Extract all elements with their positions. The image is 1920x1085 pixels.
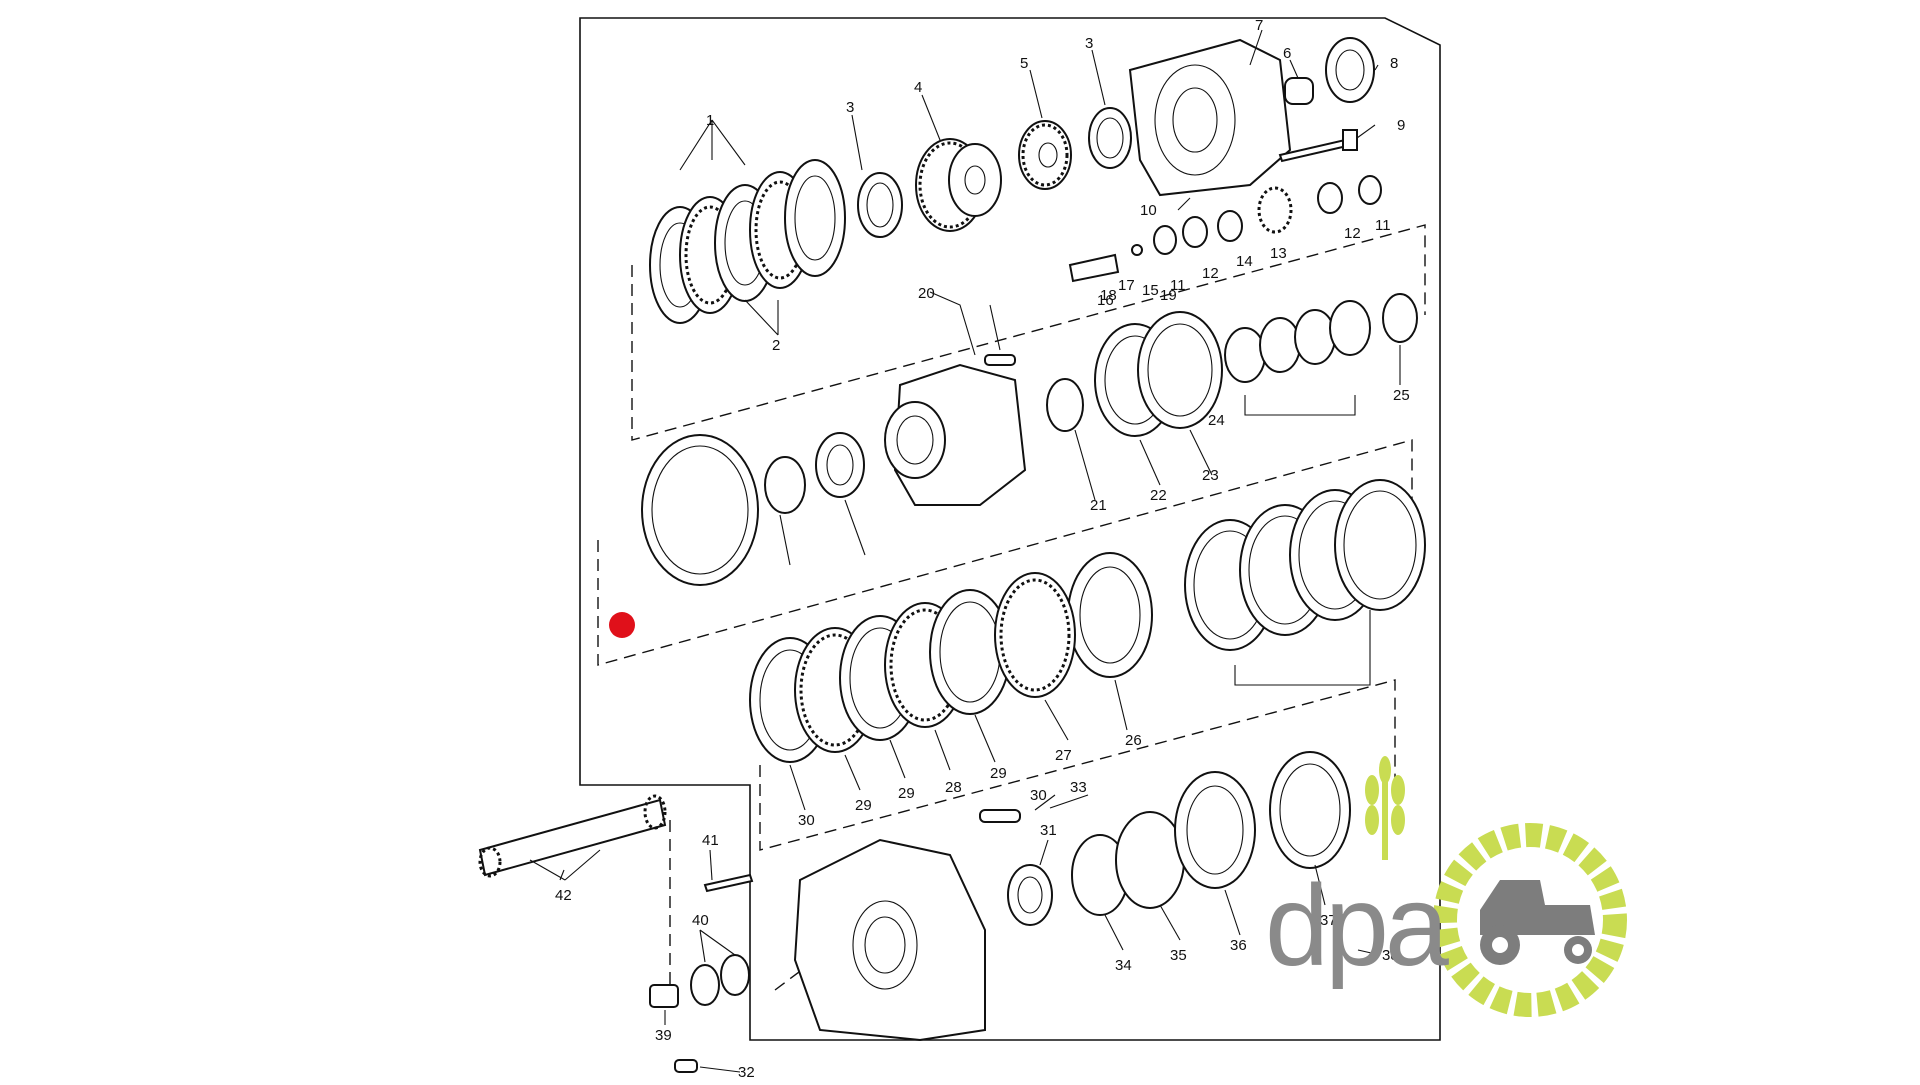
leader-lines bbox=[529, 29, 1401, 1073]
group-bracket-middle bbox=[597, 439, 1413, 666]
sleeve-41 bbox=[649, 984, 679, 1008]
callout-label: 27 bbox=[1055, 747, 1072, 764]
gear-ring-icon bbox=[1433, 823, 1627, 1017]
ring-39 bbox=[1269, 751, 1351, 869]
callout-label: 19 bbox=[1160, 287, 1177, 304]
group-bracket-bottom bbox=[655, 820, 671, 1001]
callout-label: 30 bbox=[1030, 787, 1047, 804]
group-bracket-top bbox=[631, 224, 1426, 441]
callout-label: 6 bbox=[1283, 45, 1291, 62]
callout-label: 36 bbox=[1230, 937, 1247, 954]
callout-label: 38 bbox=[1382, 947, 1399, 964]
callout-label: 9 bbox=[1397, 117, 1405, 134]
callout-label: 33 bbox=[1070, 779, 1087, 796]
callout-label: 28 bbox=[945, 779, 962, 796]
callout-label: 2 bbox=[772, 337, 780, 354]
bushing bbox=[1284, 77, 1314, 105]
callout-label: 40 bbox=[692, 912, 709, 929]
callout-label: 8 bbox=[1390, 55, 1398, 72]
callout-label: 42 bbox=[555, 887, 572, 904]
ring-26 bbox=[1382, 293, 1418, 343]
callout-label: 24 bbox=[1208, 412, 1225, 429]
callout-label: 12 bbox=[1344, 225, 1361, 242]
washer bbox=[815, 432, 865, 498]
thrust-washer bbox=[857, 172, 903, 238]
callout-label: 17 bbox=[1118, 277, 1135, 294]
callout-label: 15 bbox=[1142, 282, 1159, 299]
group-bracket-lower bbox=[759, 679, 1396, 851]
tractor-icon bbox=[1480, 880, 1595, 965]
callout-label: 21 bbox=[1090, 497, 1107, 514]
logo-text: dpa bbox=[1265, 862, 1449, 990]
seal-rings-25 bbox=[1224, 300, 1371, 383]
callout-label: 37 bbox=[1320, 912, 1337, 929]
pinion-gear bbox=[1018, 120, 1072, 190]
bolt-43 bbox=[703, 873, 754, 893]
pin-32 bbox=[979, 809, 1021, 823]
callout-label: 11 bbox=[1375, 217, 1391, 234]
callout-label: 41 bbox=[702, 832, 719, 849]
callout-label: 29 bbox=[898, 785, 915, 802]
callout-label: 16 bbox=[1097, 292, 1114, 309]
washer-42b bbox=[720, 954, 750, 996]
callout-label: 39 bbox=[655, 1027, 672, 1044]
callout-label: 20 bbox=[918, 285, 935, 302]
red-marker-dot bbox=[609, 612, 635, 638]
drive-gear bbox=[915, 138, 1002, 232]
pump-housing bbox=[1128, 38, 1292, 197]
callout-labels: 1 2 3 3 4 5 6 7 8 9 10 11 11 12 12 13 14… bbox=[555, 17, 1410, 1081]
callout-label: 31 bbox=[1040, 822, 1057, 839]
hub-carrier bbox=[884, 363, 1027, 506]
transmission-housing bbox=[793, 838, 986, 1042]
callout-label: 29 bbox=[855, 797, 872, 814]
washer-42a bbox=[690, 964, 720, 1006]
seal-ring bbox=[1325, 37, 1375, 103]
small-gears bbox=[1068, 175, 1382, 283]
callout-label: 7 bbox=[1255, 17, 1263, 34]
callout-label: 13 bbox=[1270, 245, 1287, 262]
friction-discs bbox=[749, 572, 1076, 763]
piston-38 bbox=[1174, 771, 1256, 889]
callout-label: 22 bbox=[1150, 487, 1167, 504]
dowel-pin bbox=[984, 354, 1016, 366]
backing-plate-28 bbox=[1067, 552, 1153, 678]
clutch-disc-pack bbox=[649, 159, 846, 324]
callout-label: 12 bbox=[1202, 265, 1219, 282]
callout-label: 34 bbox=[1115, 957, 1132, 974]
thrust-washer bbox=[1088, 107, 1132, 169]
bearing-33 bbox=[1007, 864, 1053, 926]
callout-label: 3 bbox=[846, 99, 854, 116]
callout-label: 26 bbox=[1125, 732, 1142, 749]
callout-label: 11 bbox=[1170, 277, 1186, 294]
frame-outline bbox=[579, 17, 1441, 1041]
seal-22 bbox=[1046, 378, 1084, 432]
callout-label: 5 bbox=[1020, 55, 1028, 72]
dpa-logo: dpa bbox=[1265, 756, 1627, 1017]
callout-label: 1 bbox=[706, 112, 714, 129]
callout-label: 18 bbox=[1100, 287, 1117, 304]
callout-label: 25 bbox=[1393, 387, 1410, 404]
callout-label: 35 bbox=[1170, 947, 1187, 964]
clutch-plates-27 bbox=[1184, 479, 1426, 651]
callout-label: 29 bbox=[990, 765, 1007, 782]
callout-label: 32 bbox=[738, 1064, 755, 1080]
input-shaft-44 bbox=[478, 794, 667, 878]
snap-ring-large bbox=[641, 434, 759, 586]
snap-ring-37 bbox=[1115, 811, 1185, 909]
bearing bbox=[764, 456, 806, 514]
callout-label: 10 bbox=[1140, 202, 1157, 219]
callout-label: 23 bbox=[1202, 467, 1219, 484]
drum-24 bbox=[1137, 311, 1223, 429]
callout-label: 14 bbox=[1236, 253, 1253, 270]
pin-34 bbox=[674, 1059, 698, 1073]
callout-label: 4 bbox=[914, 79, 922, 96]
wheat-icon bbox=[1365, 756, 1405, 860]
callout-label: 3 bbox=[1085, 35, 1093, 52]
callout-label: 30 bbox=[798, 812, 815, 829]
